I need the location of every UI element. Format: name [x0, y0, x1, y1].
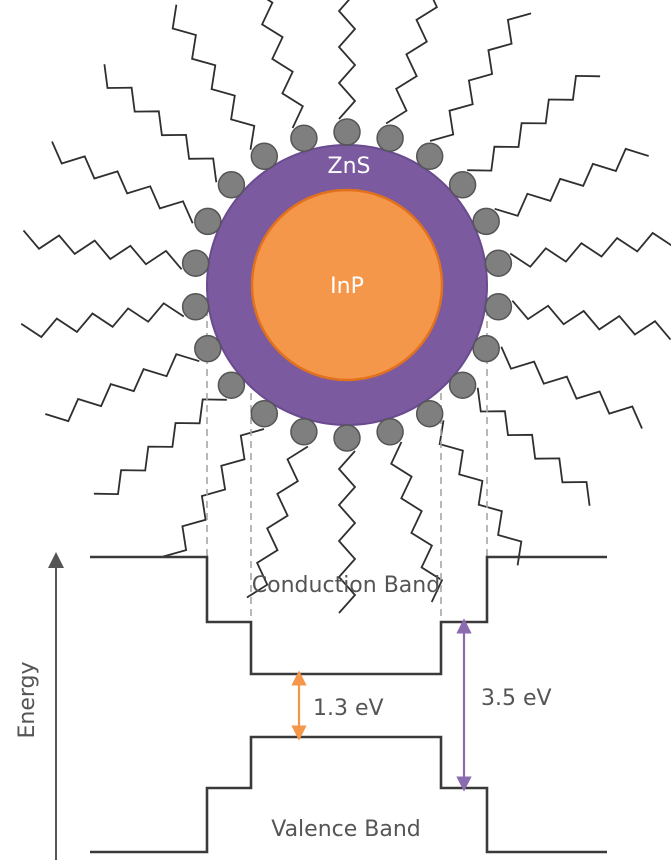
- ligand-chain: [51, 141, 194, 224]
- ligand-chain: [171, 4, 256, 150]
- ligand-chain: [103, 64, 218, 183]
- shell-label: ZnS: [328, 154, 371, 179]
- conduction-band-edge: [90, 555, 607, 676]
- ligand-head: [484, 249, 513, 277]
- ligand-head-groups: [181, 118, 513, 452]
- ligand-chain: [337, 0, 357, 120]
- ligand-head: [181, 249, 210, 277]
- ligand-chain: [511, 300, 671, 341]
- ligand-chain: [429, 12, 532, 142]
- ligand-chain: [260, 0, 304, 129]
- core-gap-label: 1.3 eV: [313, 696, 384, 721]
- ligand-chain: [390, 441, 444, 603]
- shell-gap-label: 3.5 eV: [481, 686, 552, 711]
- core-label: InP: [330, 274, 364, 299]
- ligand-head: [217, 171, 246, 199]
- ligand-head: [194, 207, 222, 236]
- ligand-head: [415, 142, 444, 171]
- valence-band-label: Valence Band: [271, 817, 421, 842]
- ligand-head: [472, 334, 500, 363]
- ligand-chain: [162, 428, 265, 558]
- ligand-chain: [509, 231, 671, 268]
- ligand-chains: [20, 0, 671, 614]
- ligand-chain: [476, 387, 591, 506]
- ligand-head: [290, 418, 318, 446]
- ligand-chain: [93, 398, 227, 496]
- ligand-head: [194, 334, 222, 363]
- energy-axis-label: Energy: [15, 661, 40, 738]
- ligand-head: [333, 118, 361, 146]
- ligand-head: [448, 171, 477, 199]
- ligand-head: [333, 424, 361, 452]
- conduction-band-label: Conduction Band: [252, 573, 440, 598]
- ligand-head: [415, 399, 444, 428]
- ligand-head: [376, 418, 404, 446]
- ligand-head: [217, 371, 246, 399]
- ligand-chain: [385, 0, 439, 125]
- ligand-head: [290, 124, 318, 152]
- ligand-chain: [22, 229, 183, 270]
- valence-band-edge: [90, 735, 607, 854]
- ligand-chain: [467, 74, 601, 172]
- ligand-chain: [500, 346, 643, 429]
- ligand-head: [472, 207, 500, 236]
- ligand-head: [376, 124, 404, 152]
- band-edges: [90, 555, 607, 854]
- ligand-head: [181, 293, 210, 321]
- inp-core: [250, 188, 444, 382]
- ligand-chain: [337, 450, 357, 614]
- ligand-head: [250, 399, 279, 428]
- ligand-head: [250, 142, 279, 171]
- ligand-chain: [494, 147, 649, 217]
- ligand-chain: [45, 353, 200, 423]
- alignment-guides: [206, 285, 488, 625]
- ligand-chain: [438, 420, 523, 566]
- ligand-head: [484, 293, 513, 321]
- ligand-head: [448, 371, 477, 399]
- ligand-chain: [20, 302, 185, 339]
- ligand-chain: [246, 445, 309, 599]
